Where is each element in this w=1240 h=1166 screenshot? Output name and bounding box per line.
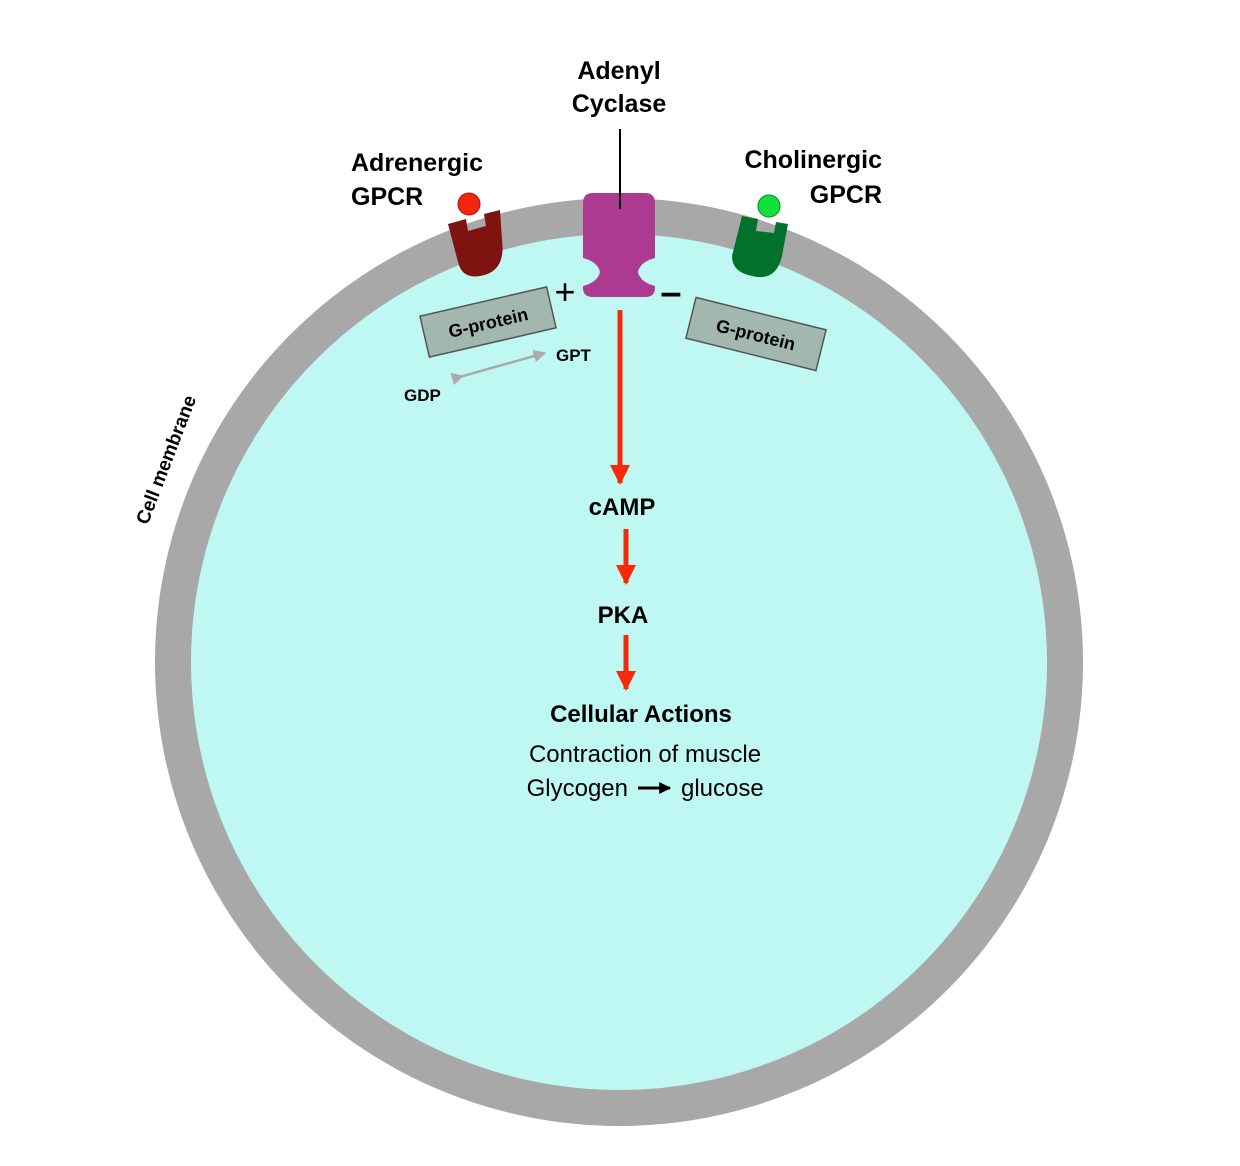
cholinergic-receptor xyxy=(732,216,788,278)
inhibition-sign: – xyxy=(660,272,681,314)
pka-label: PKA xyxy=(598,602,649,629)
cytoplasm xyxy=(191,234,1047,1090)
action-muscle-contraction: Contraction of muscle xyxy=(529,741,761,768)
adrenergic-receptor xyxy=(448,210,503,277)
camp-label: cAMP xyxy=(589,494,656,521)
gdp-label: GDP xyxy=(404,386,441,405)
cellular-actions-label: Cellular Actions xyxy=(550,701,732,728)
adenyl-cyclase xyxy=(583,193,655,297)
action-glycogen-label: Glycogen xyxy=(527,775,628,802)
g-protein-left: G-protein xyxy=(419,286,557,358)
stimulation-sign: + xyxy=(554,271,575,312)
cholinergic-gpcr-label-line2: GPCR xyxy=(810,181,882,209)
cholinergic-ligand xyxy=(757,194,781,218)
g-protein-right: G-protein xyxy=(685,296,827,372)
action-glucose-label: glucose xyxy=(681,775,764,802)
adenyl-cyclase-label-line2: Cyclase xyxy=(572,90,667,118)
cholinergic-gpcr-label-line1: Cholinergic xyxy=(744,146,882,174)
adrenergic-gpcr-label-line1: Adrenergic xyxy=(351,149,483,177)
adrenergic-ligand xyxy=(457,192,481,216)
adrenergic-gpcr-label-line2: GPCR xyxy=(351,183,423,211)
gpt-label: GPT xyxy=(556,346,592,365)
adenyl-cyclase-label-line1: Adenyl xyxy=(577,57,660,85)
gdp-gpt-exchange-arrow xyxy=(450,350,547,386)
